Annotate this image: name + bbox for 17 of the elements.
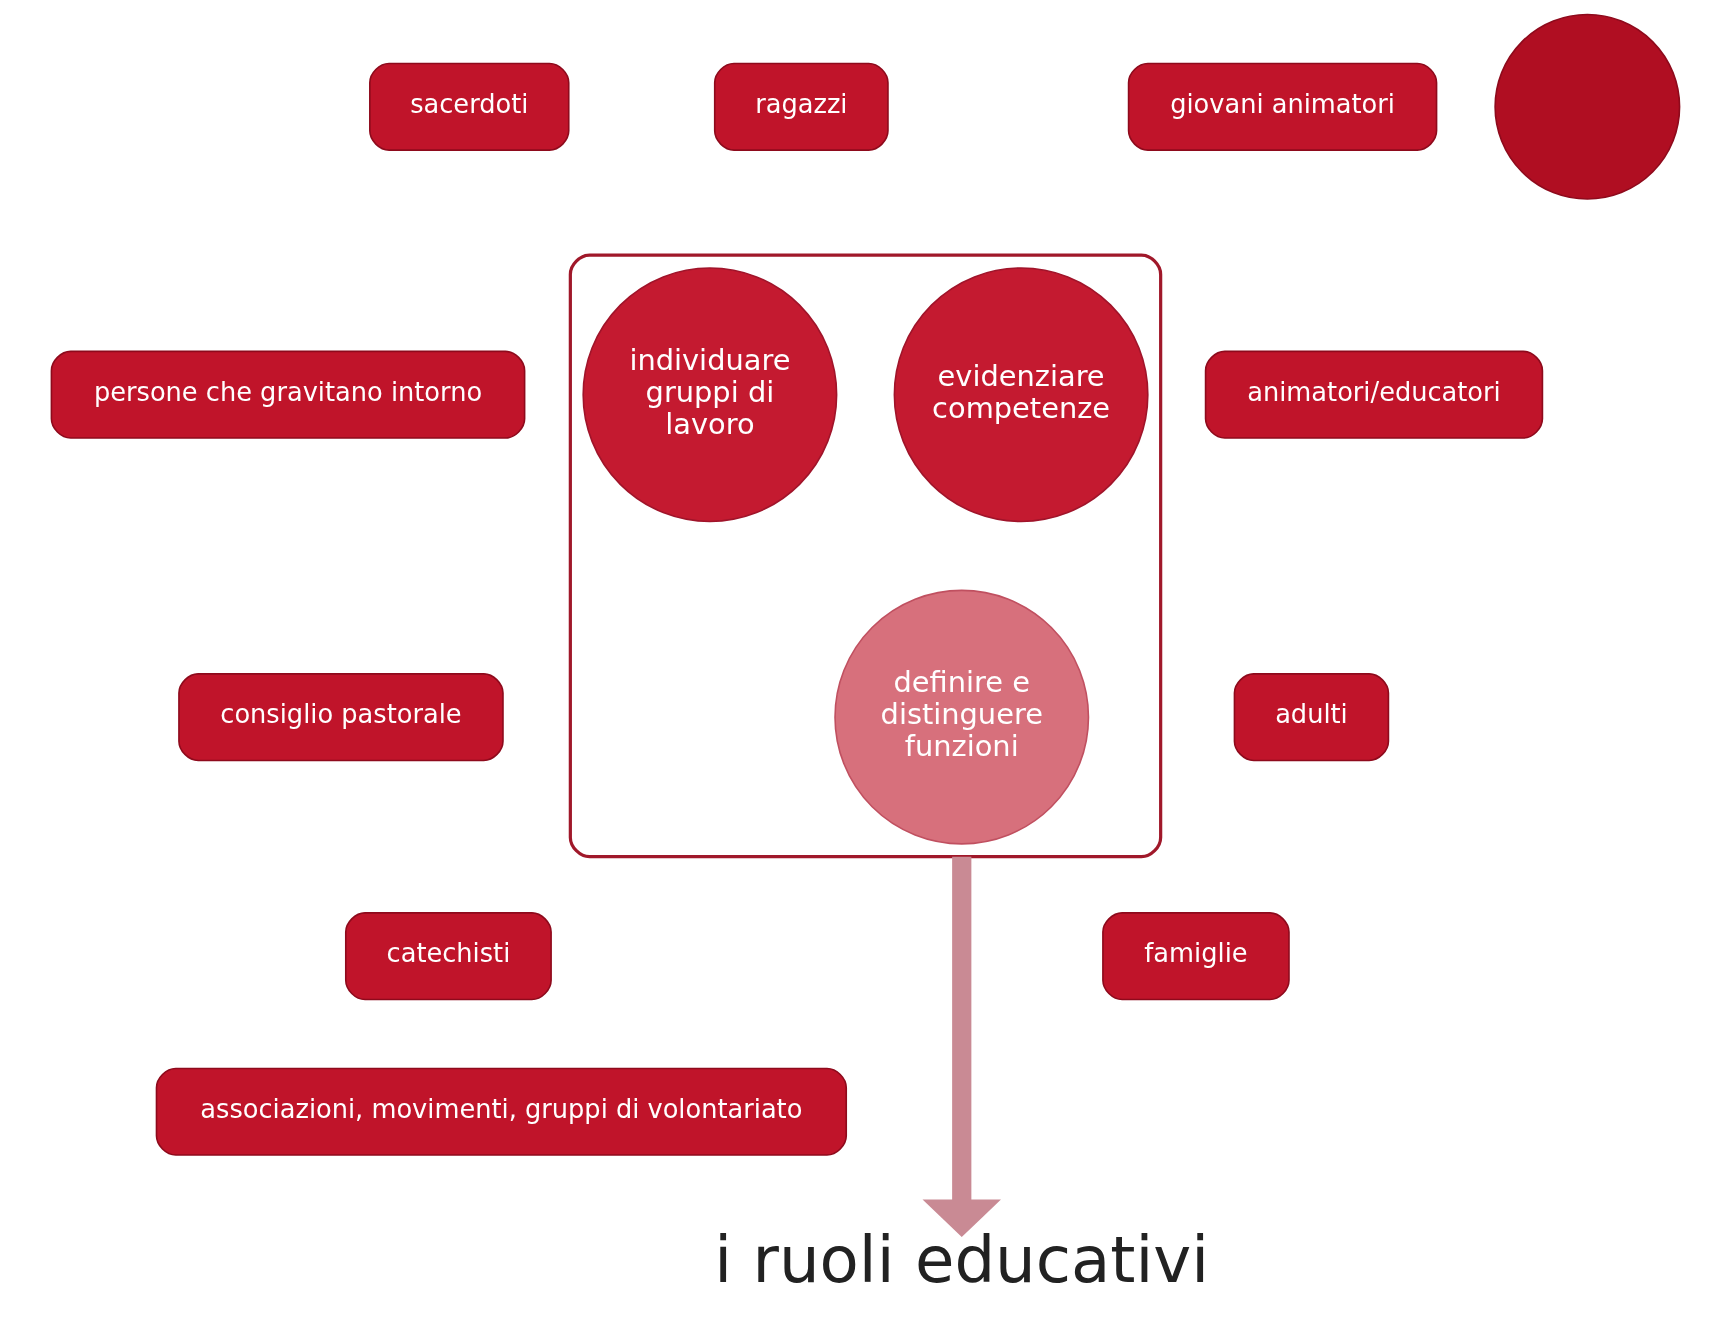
node-circle <box>1494 13 1681 200</box>
node-box: ragazzi <box>713 62 889 151</box>
node-circle: individuare gruppi di lavoro <box>582 267 838 523</box>
node-box: consiglio pastorale <box>178 673 504 762</box>
node-box: persone che gravitano intorno <box>50 350 526 439</box>
node-box: famiglie <box>1102 912 1290 1001</box>
node-box: catechisti <box>344 912 552 1001</box>
node-box: animatori/educatori <box>1204 350 1544 439</box>
node-box: adulti <box>1233 673 1390 762</box>
node-box: associazioni, movimenti, gruppi di volontariato <box>155 1067 848 1156</box>
cluster <box>568 253 1163 859</box>
arrow <box>922 856 1001 1237</box>
node-circle: evidenziare competenze <box>893 267 1149 523</box>
node-box: sacerdoti <box>369 62 570 151</box>
node-circle: definire e distinguere funzioni <box>834 589 1090 845</box>
node-text: i ruoli educativi <box>714 1221 1210 1297</box>
node-box: giovani animatori <box>1127 62 1438 151</box>
